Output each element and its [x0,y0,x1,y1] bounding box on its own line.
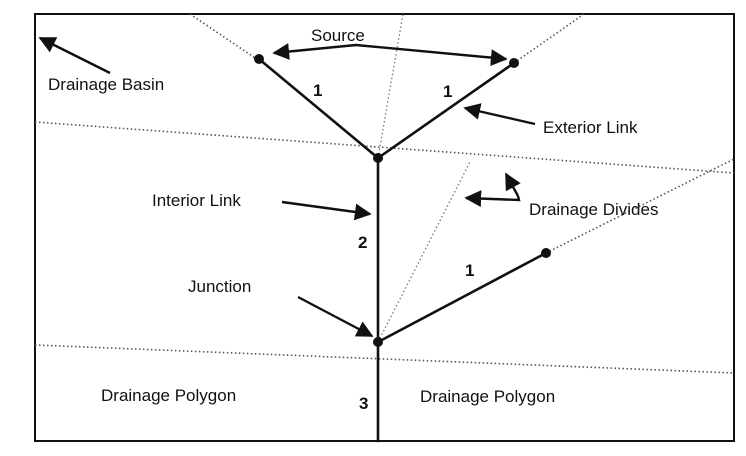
order-upper-left: 1 [313,81,322,100]
drainage-divides-arrow-2 [464,190,521,207]
divide-lower-right [545,158,735,254]
source-node-left [254,54,264,64]
divide-center-lower [377,161,471,343]
divide-upper-left [189,13,259,61]
label-interior-link: Interior Link [152,191,241,210]
divide-basin-boundary-upper [34,121,735,174]
nodes [254,54,551,347]
label-drainage-divides: Drainage Divides [529,200,658,219]
label-junction: Junction [188,277,251,296]
divide-basin-boundary-lower [34,344,735,374]
label-drainage-basin: Drainage Basin [48,75,164,94]
diagram-frame [34,13,735,442]
source-node-right [509,58,519,68]
junction-node-lower [373,337,383,347]
exterior-link-arrow [463,103,536,126]
order-lower-right: 1 [465,261,474,280]
stream-order-numbers: 1 1 1 2 3 [313,81,474,413]
exterior-link-upper-left [257,57,380,160]
order-interior: 2 [358,233,367,252]
order-upper-right: 1 [443,82,452,101]
exterior-link-upper-right [376,61,516,160]
source-node-lower-right [541,248,551,258]
label-drainage-polygon-left: Drainage Polygon [101,386,236,405]
drainage-divides-arrow [504,172,521,197]
label-source: Source [311,26,365,45]
order-outlet: 3 [359,394,368,413]
drainage-basin-arrow [38,36,111,75]
divide-upper-right [513,13,585,64]
label-exterior-link: Exterior Link [543,118,638,137]
junction-node-upper [373,153,383,163]
junction-arrow [297,295,374,338]
drainage-divides [34,13,735,374]
source-arrow [272,43,508,66]
interior-link-arrow [281,200,372,221]
labels: Source Drainage Basin Exterior Link Inte… [48,26,658,406]
stream-network [257,57,548,443]
divide-center-upper [377,13,404,159]
exterior-link-lower-right [376,251,548,344]
label-drainage-polygon-right: Drainage Polygon [420,387,555,406]
annotation-arrows [38,36,536,338]
